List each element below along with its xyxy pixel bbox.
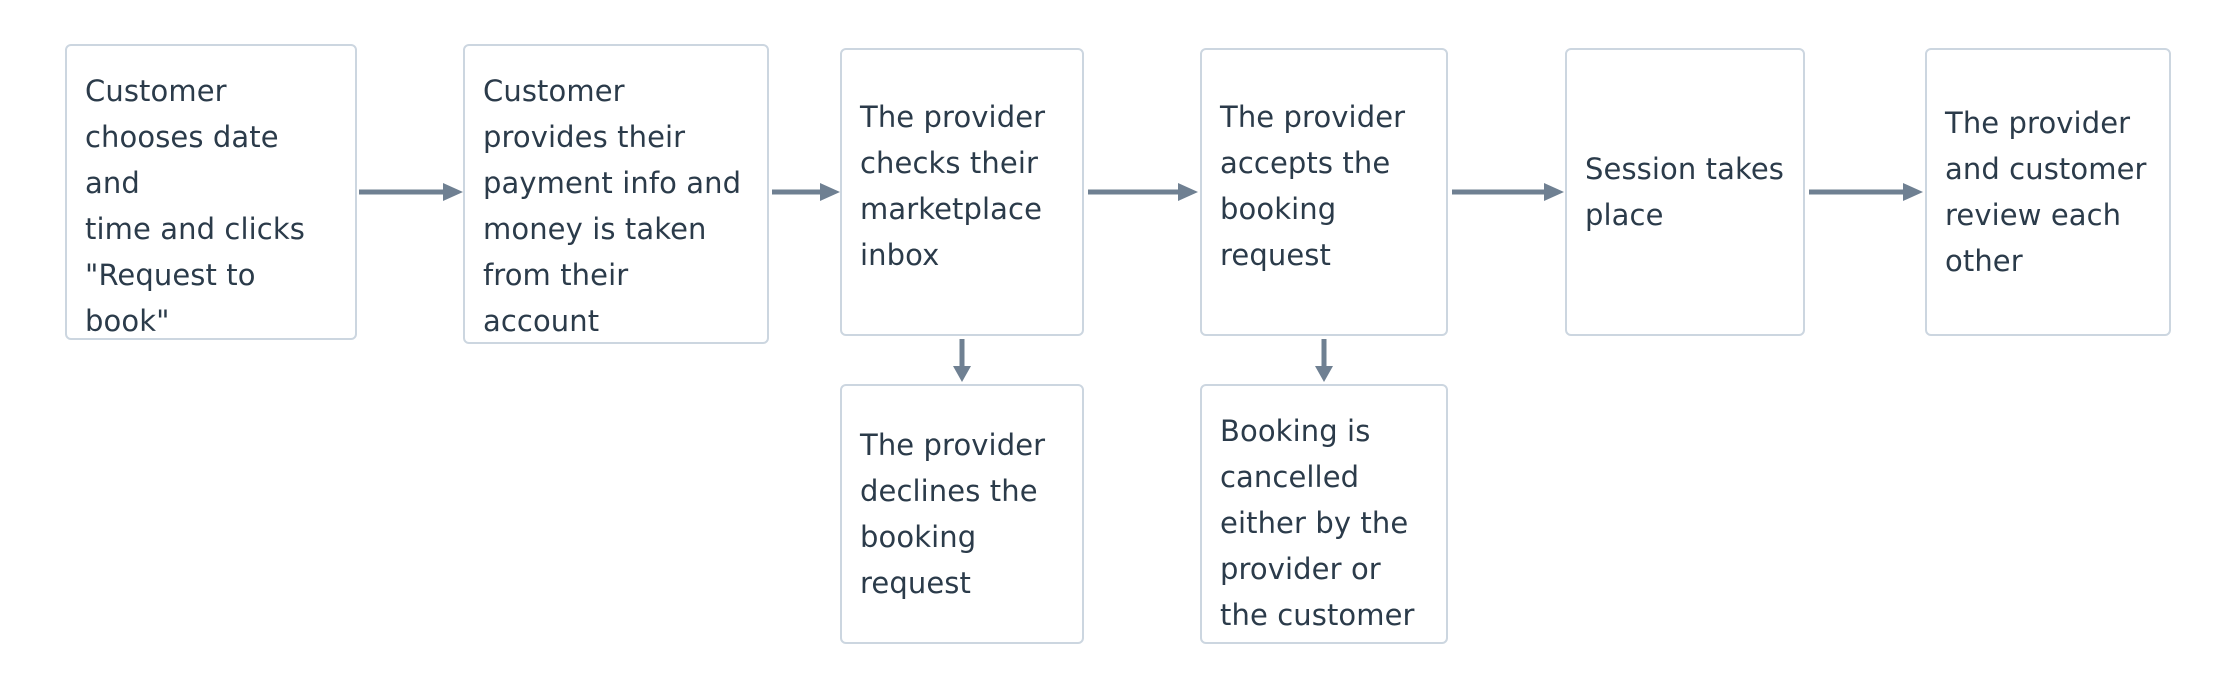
node-provider-declines-request[interactable]: The provider declines the booking reques… (840, 384, 1084, 644)
node-booking-cancelled[interactable]: Booking is cancelled either by the provi… (1200, 384, 1448, 644)
node-label: The provider checks their marketplace in… (860, 100, 1046, 272)
node-label: Customer provides their payment info and… (483, 74, 742, 338)
node-label: Customer chooses date and time and click… (85, 74, 305, 338)
arrow-down-icon-n3-n7 (953, 339, 971, 382)
node-review-each-other[interactable]: The provider and customer review each ot… (1925, 48, 2171, 336)
arrow-right-icon-n2-n3 (772, 183, 840, 201)
arrow-right-icon-n3-n4 (1088, 183, 1198, 201)
arrow-right-icon-n1-n2 (359, 183, 463, 201)
node-provider-accepts-request[interactable]: The provider accepts the booking request (1200, 48, 1448, 336)
node-customer-chooses-date[interactable]: Customer chooses date and time and click… (65, 44, 357, 340)
arrow-right-icon-n5-n6 (1809, 183, 1923, 201)
node-label: The provider and customer review each ot… (1945, 106, 2147, 278)
node-label: Booking is cancelled either by the provi… (1220, 414, 1415, 632)
node-session-takes-place[interactable]: Session takes place (1565, 48, 1805, 336)
node-provider-checks-inbox[interactable]: The provider checks their marketplace in… (840, 48, 1084, 336)
node-label: The provider declines the booking reques… (860, 428, 1046, 600)
node-customer-provides-payment[interactable]: Customer provides their payment info and… (463, 44, 769, 344)
arrow-right-icon-n4-n5 (1452, 183, 1564, 201)
node-label: Session takes place (1585, 152, 1785, 232)
arrow-down-icon-n4-n8 (1315, 339, 1333, 382)
node-label: The provider accepts the booking request (1220, 100, 1406, 272)
